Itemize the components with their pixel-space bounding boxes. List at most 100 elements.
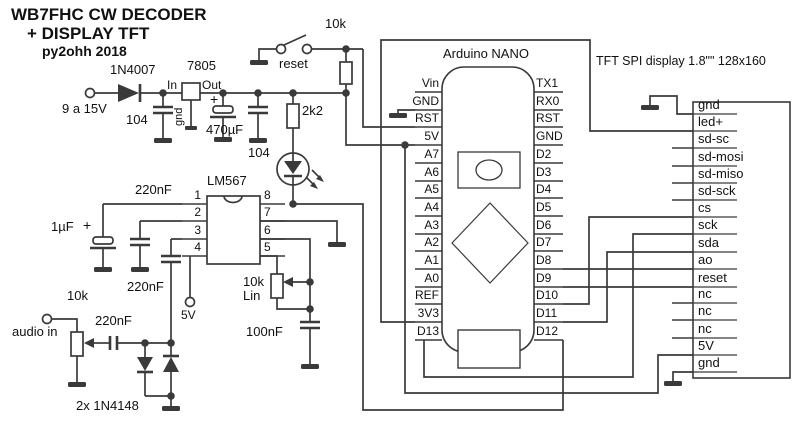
arduino-pin-left-vin-0: Vin [421, 76, 439, 90]
tft-pin-sd-mosi-3: sd-mosi [698, 149, 744, 164]
tft-pin-gnd-0: gnd [698, 97, 720, 112]
arduino-pin-left-a6-5: A6 [424, 165, 439, 179]
tft-box [692, 101, 791, 379]
arduino-pin-left-a7-4: A7 [424, 147, 439, 161]
label-input-voltage: 9 a 15V [62, 101, 107, 116]
tft-pin-gnd-15: gnd [698, 355, 720, 370]
input-terminal [84, 87, 96, 99]
reset-switch-icon [250, 34, 363, 65]
label-cap-100nf: 100nF [246, 324, 283, 339]
arduino-pin-left-a2-9: A2 [424, 235, 439, 249]
label-cap-470uf: 470µF [206, 122, 244, 137]
power-section [84, 34, 363, 204]
pot-10k-audio-icon [68, 331, 110, 387]
cap-104-1-icon [153, 93, 173, 143]
label-7805-in: In [167, 78, 178, 92]
lm567-pin-2-1: 2 [194, 205, 201, 219]
led-indicator-icon [276, 152, 324, 204]
label-cap-104-2: 104 [248, 145, 270, 160]
cap-104-2-icon [248, 93, 268, 143]
label-7805-out: Out [202, 78, 222, 92]
resistor-2k2-icon [286, 93, 300, 153]
label-ic-lm567: LM567 [207, 173, 247, 188]
tft-pin-nc-11: nc [698, 286, 712, 301]
wire-rst [362, 49, 415, 128]
label-pot-10k-lin-2: Lin [243, 288, 261, 303]
arduino-pin-left-a0-11: A0 [424, 271, 439, 285]
audio-in-terminal [41, 313, 53, 325]
tft-nc-stubs [672, 147, 693, 339]
lm567-pin-1-0: 1 [194, 188, 201, 202]
tft-module [692, 101, 791, 379]
clipping-diodes-1n4148-icon [137, 343, 180, 411]
label-diode-1n4007: 1N4007 [110, 62, 156, 77]
arduino-pin-right-d6-8: D6 [536, 218, 552, 232]
tft-pin-sck-7: sck [698, 217, 718, 232]
tft-pin-sd-miso-4: sd-miso [698, 166, 744, 181]
wire-d10-to-cs [563, 216, 693, 305]
arduino-pin-left-a5-6: A5 [424, 182, 439, 196]
label-7805-gnd: gnd [173, 107, 185, 126]
title-line1: WB7FHC CW DECODER [11, 5, 207, 24]
nano-body [441, 66, 535, 353]
arduino-pin-left-gnd-1: GND [412, 94, 439, 108]
lm567-pin-7-1: 7 [264, 205, 271, 219]
arduino-pin-right-d12-14: D12 [536, 324, 559, 338]
resistor-10k-pullup-icon [339, 49, 353, 93]
lm567-pin-8-0: 8 [264, 188, 271, 202]
tft-gnd-bottom-icon [664, 371, 693, 386]
tft-pin-leads [693, 113, 737, 373]
cap-220nf-audio-icon [108, 336, 171, 350]
lm567-section [90, 195, 346, 369]
wire-5v-to-nano [345, 93, 415, 146]
arduino-nano-module [415, 66, 563, 369]
label-cap-220nf-2: 220nF [127, 279, 164, 294]
arduino-pin-right-d8-10: D8 [536, 253, 552, 267]
label-pot-10k-audio: 10k [67, 288, 88, 303]
junction-dots [141, 45, 409, 400]
label-5v-terminal: 5V [181, 308, 196, 322]
arduino-pin-right-d7-9: D7 [536, 235, 552, 249]
arduino-pin-right-d3-5: D3 [536, 165, 552, 179]
arduino-pin-left-a1-10: A1 [424, 253, 439, 267]
label-arduino-title: Arduino NANO [443, 46, 529, 61]
label-cap-470uf-plus: + [210, 91, 219, 107]
wire-5v-to-tft [404, 145, 693, 394]
arduino-pin-left-a3-8: A3 [424, 218, 439, 232]
tft-pin-led+-1: led+ [698, 114, 723, 129]
tft-pin-nc-13: nc [698, 321, 712, 336]
tft-pin-nc-12: nc [698, 303, 712, 318]
arduino-pin-right-d4-6: D4 [536, 182, 552, 196]
tft-pin-sd-sck-5: sd-sck [698, 183, 736, 198]
label-pot-10k-lin-1: 10k [243, 274, 264, 289]
wire-lm567out-to-d12 [293, 203, 564, 411]
title-line2: + DISPLAY TFT [27, 24, 150, 43]
label-audio-in: audio in [12, 324, 58, 339]
arduino-pin-right-rx0-1: RX0 [536, 94, 560, 108]
tft-pin-cs-6: cs [698, 200, 711, 215]
arduino-pin-right-d11-13: D11 [536, 306, 558, 320]
label-resistor-2k2: 2k2 [302, 103, 323, 118]
arduino-pin-left-ref-12: REF [415, 288, 439, 302]
label-tft-title: TFT SPI display 1.8"" 128x160 [596, 54, 766, 68]
label-reset-switch: reset [279, 56, 308, 71]
cap-220nf-series-pin3-icon [161, 238, 182, 343]
diode-1n4007-icon [118, 84, 142, 102]
terminal-5v [184, 256, 196, 308]
arduino-pin-left-d13-14: D13 [416, 324, 439, 338]
arduino-pin-left-rst-2: RST [415, 111, 439, 125]
wire-3v3-to-ledplus [380, 39, 693, 323]
net-wires [293, 39, 693, 411]
arduino-pin-right-rst-2: RST [536, 111, 560, 125]
arduino-pin-left-5v-3: 5V [424, 129, 439, 143]
lm567-pin-3-2: 3 [194, 223, 201, 237]
label-resistor-10k-pullup: 10k [325, 16, 346, 31]
tft-pin-sd-sc-2: sd-sc [698, 131, 730, 146]
pot-10k-lin-icon [260, 255, 310, 310]
wire-d13-to-sck [423, 233, 693, 378]
lm567-gnd-icon [260, 220, 346, 247]
cap-470uf-icon [210, 93, 236, 142]
nano-gnd-icon [389, 109, 415, 118]
